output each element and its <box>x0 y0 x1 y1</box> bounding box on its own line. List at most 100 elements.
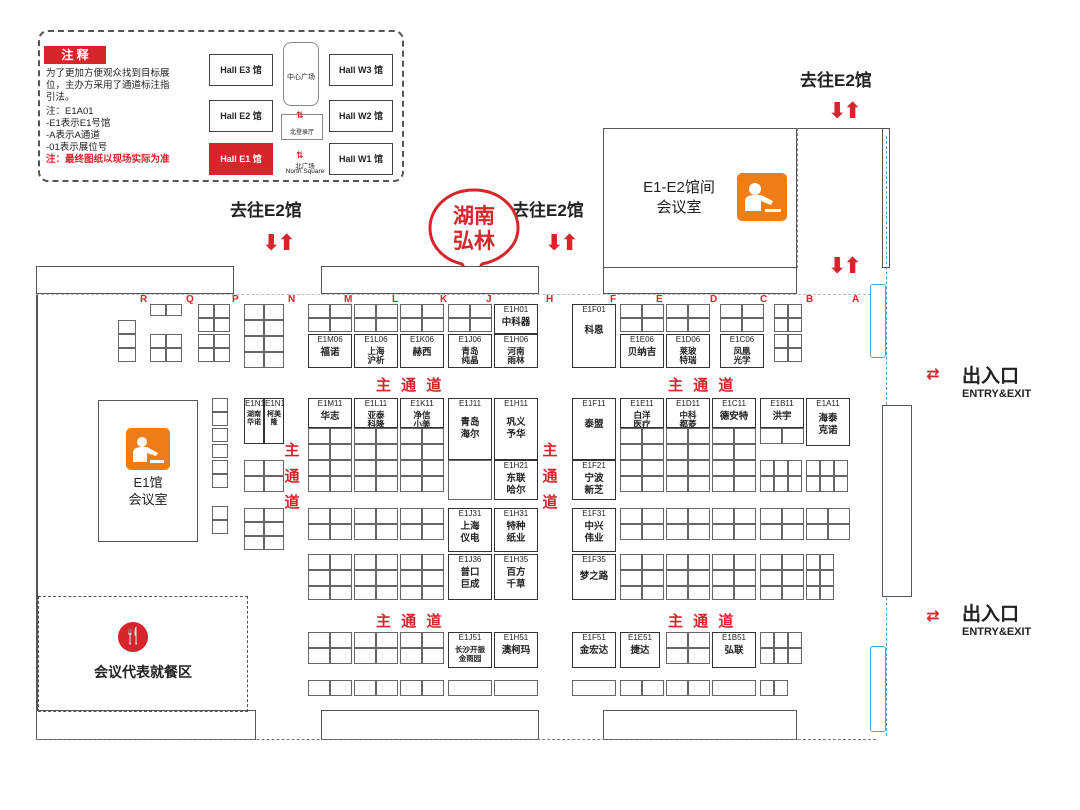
small-booth[interactable] <box>264 460 284 476</box>
small-booth[interactable] <box>712 460 734 476</box>
small-booth[interactable] <box>308 304 330 318</box>
small-booth[interactable] <box>774 460 788 476</box>
small-booth[interactable] <box>244 522 264 536</box>
small-booth[interactable] <box>782 428 804 444</box>
small-booth[interactable] <box>330 632 352 648</box>
small-booth[interactable] <box>572 680 616 696</box>
small-booth[interactable] <box>666 508 688 524</box>
small-booth[interactable] <box>330 680 352 696</box>
small-booth[interactable] <box>376 304 398 318</box>
small-booth[interactable] <box>354 318 376 332</box>
small-booth[interactable] <box>376 570 398 586</box>
small-booth[interactable] <box>330 648 352 664</box>
small-booth[interactable] <box>330 570 352 586</box>
small-booth[interactable] <box>782 508 804 524</box>
small-booth[interactable] <box>354 680 376 696</box>
small-booth[interactable] <box>198 318 214 332</box>
small-booth[interactable] <box>666 648 688 664</box>
small-booth[interactable] <box>734 570 756 586</box>
small-booth[interactable] <box>760 460 774 476</box>
small-booth[interactable] <box>734 554 756 570</box>
small-booth[interactable] <box>422 554 444 570</box>
small-booth[interactable] <box>734 476 756 492</box>
small-booth[interactable] <box>308 570 330 586</box>
small-booth[interactable] <box>688 524 710 540</box>
small-booth[interactable] <box>774 632 788 648</box>
small-booth[interactable] <box>774 648 788 664</box>
small-booth[interactable] <box>666 632 688 648</box>
small-booth[interactable] <box>666 524 688 540</box>
small-booth[interactable] <box>834 460 848 476</box>
small-booth[interactable] <box>820 554 834 570</box>
booth[interactable]: E1N11柯美 隆 <box>264 398 284 444</box>
small-booth[interactable] <box>666 554 688 570</box>
small-booth[interactable] <box>308 586 330 600</box>
small-booth[interactable] <box>244 508 264 522</box>
small-booth[interactable] <box>198 334 214 348</box>
small-booth[interactable] <box>400 570 422 586</box>
small-booth[interactable] <box>774 318 788 332</box>
small-booth[interactable] <box>806 570 820 586</box>
small-booth[interactable] <box>666 680 688 696</box>
small-booth[interactable] <box>774 680 788 696</box>
small-booth[interactable] <box>688 460 710 476</box>
small-booth[interactable] <box>354 632 376 648</box>
small-booth[interactable] <box>806 586 820 600</box>
small-booth[interactable] <box>422 318 444 332</box>
small-booth[interactable] <box>244 536 264 550</box>
small-booth[interactable] <box>666 476 688 492</box>
small-booth[interactable] <box>760 524 782 540</box>
small-booth[interactable] <box>354 554 376 570</box>
small-booth[interactable] <box>782 554 804 570</box>
small-booth[interactable] <box>788 348 802 362</box>
small-booth[interactable] <box>820 460 834 476</box>
small-booth[interactable] <box>330 318 352 332</box>
small-booth[interactable] <box>354 586 376 600</box>
small-booth[interactable] <box>400 460 422 476</box>
small-booth[interactable] <box>264 522 284 536</box>
small-booth[interactable] <box>212 520 228 534</box>
small-booth[interactable] <box>760 648 774 664</box>
small-booth[interactable] <box>422 304 444 318</box>
small-booth[interactable] <box>400 428 422 444</box>
small-booth[interactable] <box>400 476 422 492</box>
small-booth[interactable] <box>712 428 734 444</box>
small-booth[interactable] <box>376 460 398 476</box>
small-booth[interactable] <box>620 476 642 492</box>
small-booth[interactable] <box>400 524 422 540</box>
small-booth[interactable] <box>212 444 228 458</box>
small-booth[interactable] <box>642 554 664 570</box>
small-booth[interactable] <box>742 318 764 332</box>
small-booth[interactable] <box>642 586 664 600</box>
small-booth[interactable] <box>788 334 802 348</box>
small-booth[interactable] <box>734 444 756 460</box>
small-booth[interactable] <box>448 304 470 318</box>
small-booth[interactable] <box>688 554 710 570</box>
small-booth[interactable] <box>688 318 710 332</box>
small-booth[interactable] <box>620 318 642 332</box>
small-booth[interactable] <box>688 648 710 664</box>
small-booth[interactable] <box>820 586 834 600</box>
small-booth[interactable] <box>666 428 688 444</box>
small-booth[interactable] <box>688 476 710 492</box>
small-booth[interactable] <box>422 632 444 648</box>
small-booth[interactable] <box>376 444 398 460</box>
small-booth[interactable] <box>788 648 802 664</box>
small-booth[interactable] <box>376 648 398 664</box>
small-booth[interactable] <box>264 336 284 352</box>
